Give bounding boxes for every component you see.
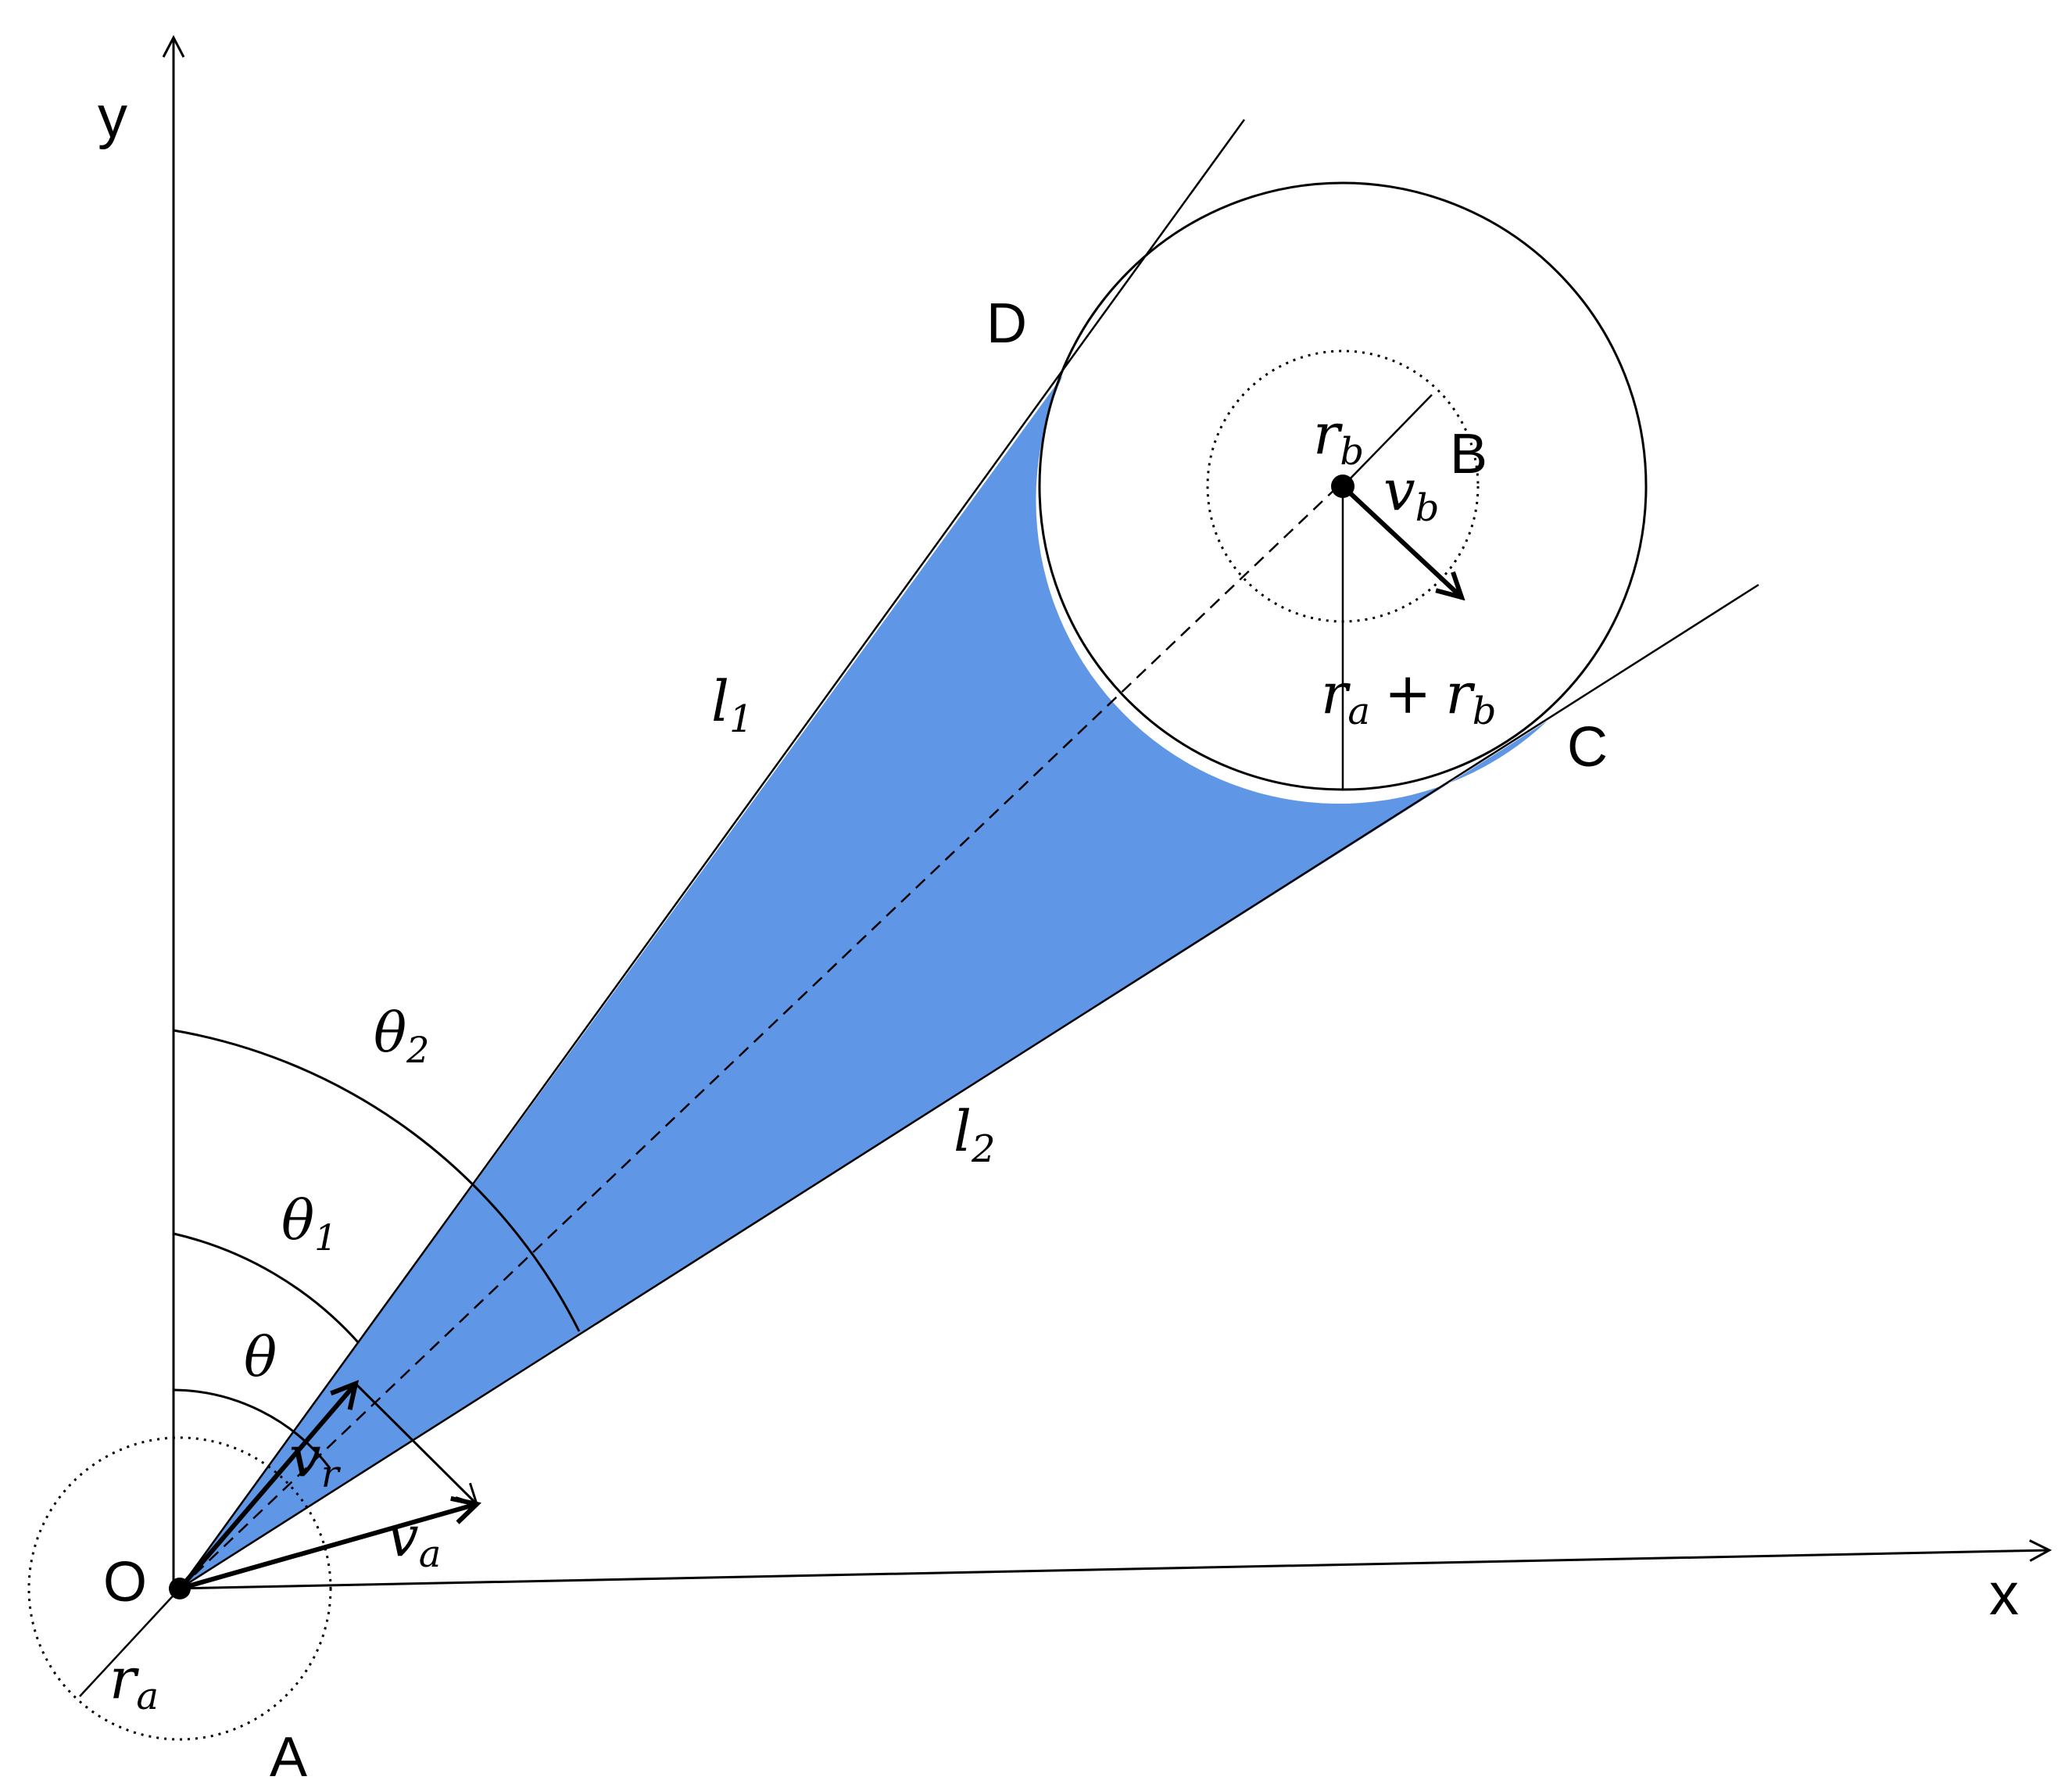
theta-label: θ [244, 1325, 277, 1389]
line-l1-label: l1 [711, 668, 753, 741]
theta1-label: θ1 [281, 1188, 337, 1259]
radius-rb-label: rb [1313, 401, 1364, 474]
velocity-vr-label: vr [289, 1424, 342, 1496]
velocity-vb-label: vb [1383, 457, 1439, 530]
velocity-va-arrow [179, 1504, 477, 1591]
collision-cone-region [180, 375, 1548, 1589]
angle-arc-theta2 [173, 1029, 581, 1332]
line-l2-label: l2 [954, 1098, 996, 1171]
velocity-vr-arrow [177, 1384, 356, 1590]
center-line-ob [179, 485, 1339, 1589]
velocity-vb-connector [354, 1382, 477, 1504]
axis-x-label: x [1989, 1561, 2019, 1628]
angle-arc-theta [173, 1388, 331, 1469]
origin-point [169, 1578, 191, 1599]
radius-ra-label: ra [109, 1646, 159, 1718]
velocity-va-label: va [387, 1503, 441, 1576]
origin-label: O [103, 1551, 147, 1614]
point-a-label: A [270, 1726, 307, 1789]
radius-rb-line [1342, 394, 1433, 487]
point-b-label: B [1450, 423, 1487, 485]
point-c-label: C [1567, 716, 1608, 779]
velocity-vb-arrow [1340, 484, 1462, 597]
angle-arc-theta1 [173, 1232, 360, 1344]
radius-sum-label: ra+rb [1321, 661, 1497, 733]
radius-ra-line [79, 1588, 181, 1697]
tangent-line-l2 [179, 583, 1759, 1590]
center-point-b [1331, 475, 1354, 498]
axis-y-label: y [98, 84, 127, 150]
point-d-label: D [986, 292, 1027, 355]
agent-a-circle [27, 1436, 332, 1741]
tangent-line-l1 [178, 119, 1246, 1589]
theta2-label: θ2 [374, 1001, 429, 1071]
x-axis [173, 1550, 2049, 1590]
